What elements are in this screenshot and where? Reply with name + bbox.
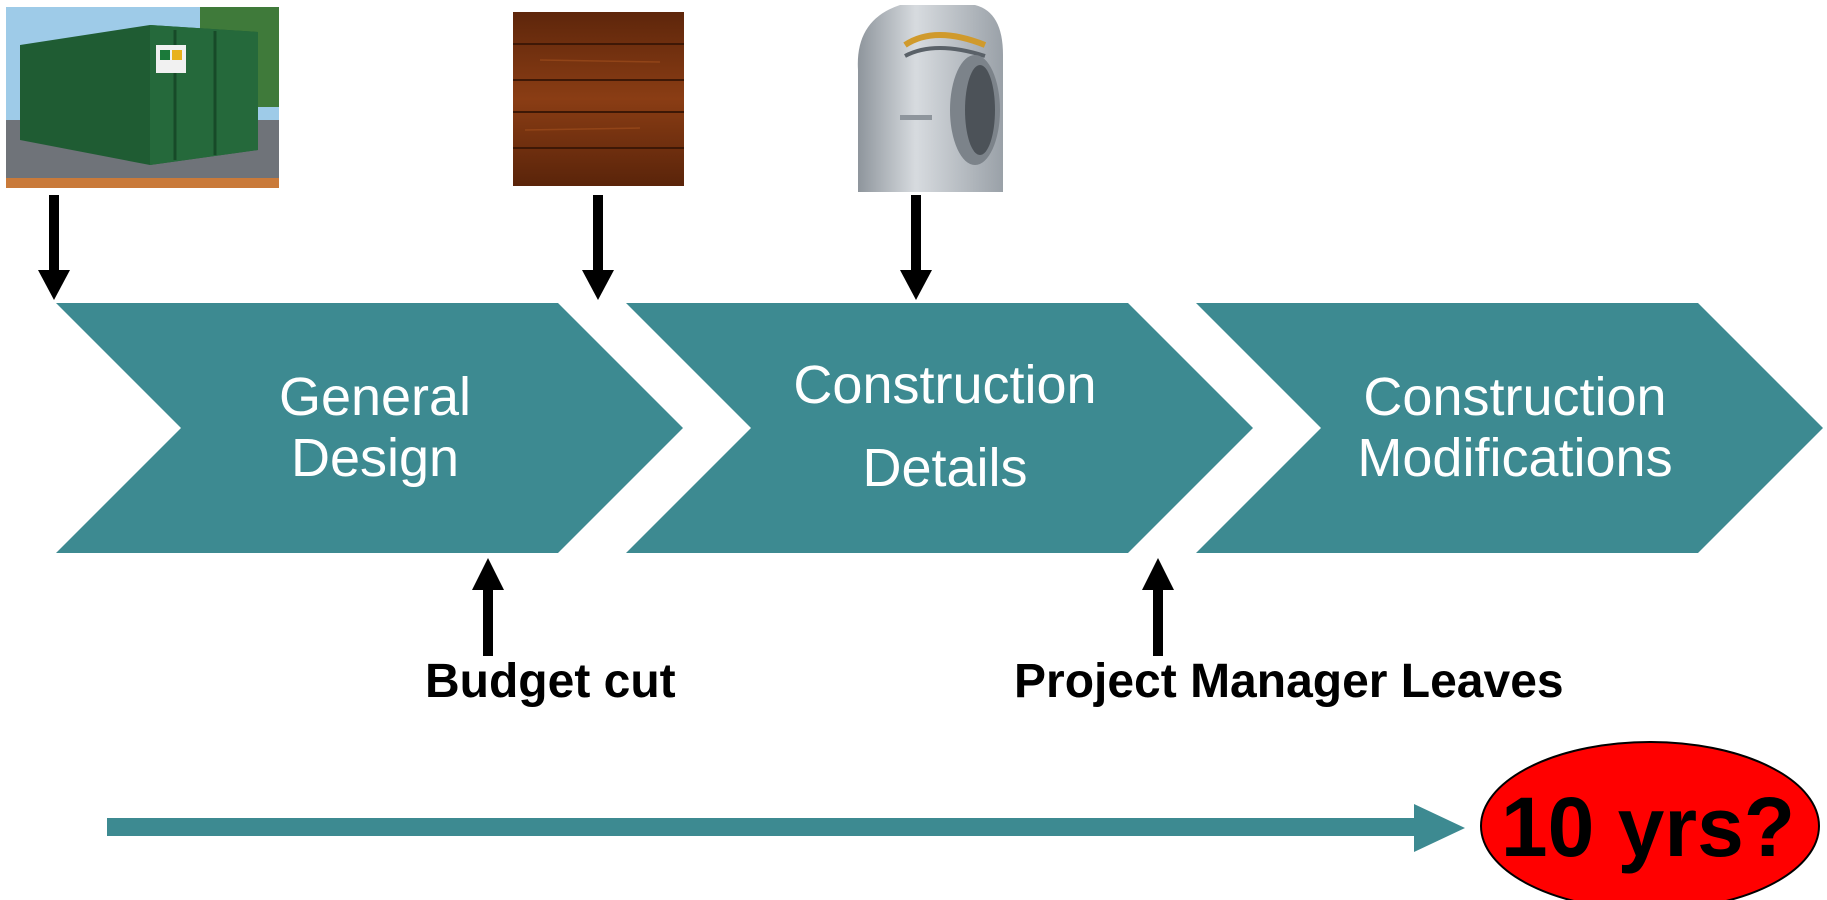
wood-panel-image: [513, 12, 684, 186]
phase-label-line1: Construction: [793, 355, 1096, 415]
budget-cut-label: Budget cut: [425, 655, 676, 708]
duration-callout-text: 10 yrs?: [1501, 780, 1795, 874]
phase-chevron-construction-details: Construction Details: [626, 303, 1253, 553]
phase-label-line2: Details: [862, 438, 1027, 498]
phase-chevron-construction-modifications: Construction Modifications: [1196, 303, 1823, 553]
timeline-arrow: [107, 804, 1465, 852]
chevron-shape: [56, 303, 683, 553]
phase-chevron-general-design: General Design: [56, 303, 683, 553]
pm-leaves-arrow: [1142, 558, 1174, 656]
duration-callout: 10 yrs?: [1480, 741, 1820, 900]
chevron-shape: [1196, 303, 1823, 553]
image-pointer-arrow-2: [582, 195, 614, 300]
image-pointer-arrow-1: [38, 195, 70, 300]
budget-cut-arrow: [472, 558, 504, 656]
dumpster-image: [6, 7, 279, 188]
hand-dryer-image: [857, 5, 1003, 192]
image-pointer-arrow-3: [900, 195, 932, 300]
phase-label-line2: Design: [291, 428, 459, 488]
phase-label-line1: General: [279, 367, 471, 427]
chevron-shape: [626, 303, 1253, 553]
pm-leaves-label: Project Manager Leaves: [1014, 655, 1564, 708]
phase-label-line1: Construction: [1363, 367, 1666, 427]
phase-label-line2: Modifications: [1357, 428, 1672, 488]
